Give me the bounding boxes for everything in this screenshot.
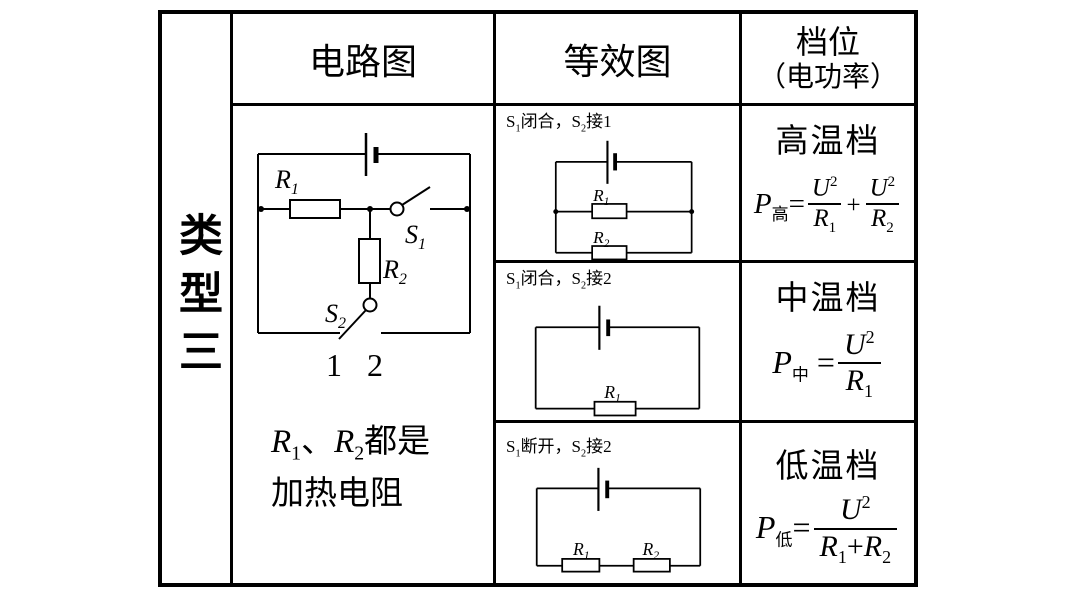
formula-mid: P中 = U2 R1	[742, 319, 914, 420]
fraction-1: U2 R1	[807, 174, 842, 237]
condition-2: S1闭合，S2接2	[506, 269, 612, 292]
label-r2: R2	[592, 228, 610, 250]
fraction-1: U2 R1+R2	[813, 492, 898, 567]
label-r1: R1	[592, 186, 609, 208]
label-r1: R1	[603, 381, 621, 404]
label-r1: R1	[572, 539, 590, 562]
switch-s1-icon	[389, 186, 431, 217]
type-label-cell: 类型三	[162, 14, 233, 583]
header-gear-power: 档位 （电功率）	[742, 14, 914, 106]
wires	[535, 487, 702, 567]
header-equivalent-diagram: 等效图	[496, 14, 742, 106]
type-label: 类型三	[172, 211, 221, 386]
header-circuit-diagram: 电路图	[233, 14, 496, 106]
fraction-1: U2 R1	[837, 327, 881, 402]
formula-low: P低= U2 R1+R2	[742, 487, 914, 583]
battery-icon	[597, 467, 610, 511]
label-contact-2: 2	[367, 347, 383, 383]
formula-high: P高= U2 R1 + U2 R2	[742, 162, 914, 260]
label-r2: R2	[382, 255, 407, 288]
resistor-r1	[561, 557, 601, 573]
resistor-r2	[358, 238, 381, 284]
heating-resistor-note: R1、R2都是加热电阻	[271, 424, 431, 513]
equivalent-cell-2: S1闭合，S2接2 R1	[496, 263, 742, 423]
gear-cell-1: 高温档 P高= U2 R1 + U2 R2	[742, 106, 914, 263]
equivalent-schematic-parallel: R1 R2	[553, 140, 695, 260]
circuit-types-table: 类型三 电路图 等效图 档位 （电功率）	[158, 10, 918, 587]
resistor-r2	[632, 557, 671, 573]
junction-dots	[553, 208, 695, 214]
label-contact-1: 1	[326, 347, 342, 383]
resistor-r2	[591, 244, 628, 260]
battery-icon	[598, 305, 611, 350]
gear-title-2: 中温档	[775, 281, 881, 317]
label-r2: R2	[641, 539, 659, 562]
resistor-r1	[593, 400, 637, 416]
equivalent-schematic-r1: R1	[534, 305, 701, 416]
switch-s2-icon	[338, 297, 378, 340]
main-circuit-cell: R1 R2 S1 S2 1 2 R1、R2都是加热电阻	[233, 106, 496, 583]
gear-title-1: 高温档	[775, 124, 881, 160]
gear-cell-2: 中温档 P中 = U2 R1	[742, 263, 914, 423]
equivalent-cell-3: S1断开，S2接2 R1 R2	[496, 423, 742, 583]
junction-dots	[258, 206, 470, 212]
equivalent-cell-1: S1闭合，S2接1	[496, 106, 742, 263]
resistor-r1	[289, 199, 341, 219]
gear-title-3: 低温档	[775, 449, 881, 485]
equivalent-schematic-series: R1 R2	[535, 467, 702, 573]
label-r1: R1	[274, 165, 299, 198]
resistor-r1	[591, 202, 628, 219]
label-s2: S2	[325, 299, 346, 332]
gear-cell-3: 低温档 P低= U2 R1+R2	[742, 423, 914, 583]
condition-1: S1闭合，S2接1	[506, 112, 612, 135]
battery-icon	[364, 133, 379, 176]
label-s1: S1	[405, 220, 426, 253]
fraction-2: U2 R2	[865, 174, 900, 237]
main-circuit-schematic: R1 R2 S1 S2 1 2	[257, 133, 471, 383]
condition-3: S1断开，S2接2	[506, 437, 612, 460]
battery-icon	[606, 140, 618, 184]
